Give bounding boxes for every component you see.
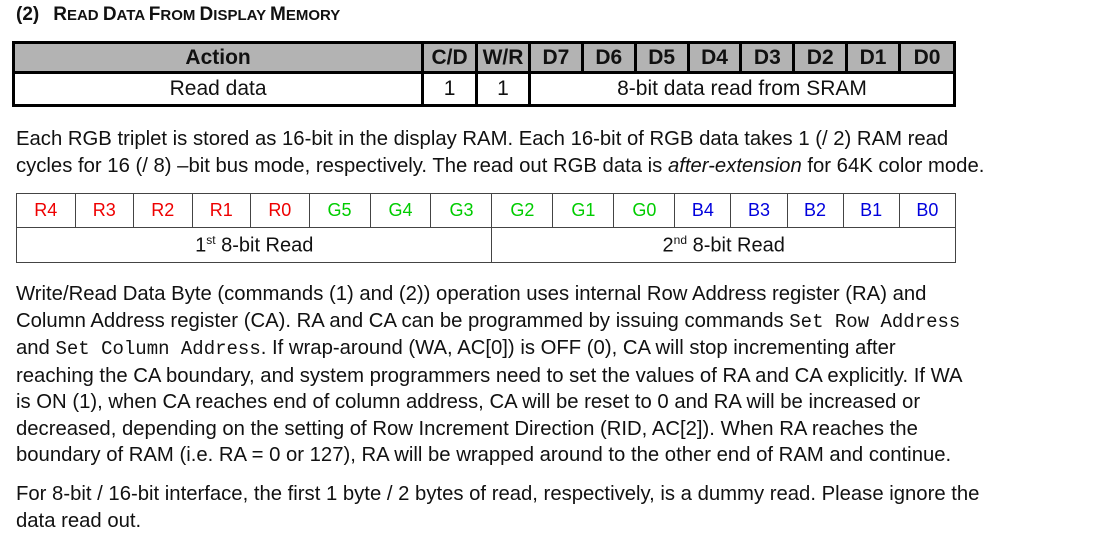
text-line: decreased, depending on the setting of R… — [16, 417, 918, 440]
bit-cell: G1 — [552, 193, 615, 228]
read-row: 1st 8-bit Read 2nd 8-bit Read — [15, 227, 956, 263]
header-cell: D4 — [686, 41, 743, 74]
text-line: boundary of RAM (i.e. RA = 0 or 127), RA… — [16, 444, 952, 466]
heading-smallcaps: ROM — [160, 7, 200, 24]
bit-layout-table: R4 R3 R2 R1 R0 G5 G4 G3 G2 G1 G0 B4 B3 B… — [15, 193, 957, 263]
text-line: data read out. — [16, 509, 142, 532]
cd-cell: 1 — [421, 71, 479, 107]
section-number: (2) — [16, 4, 40, 25]
text-line: Column Address register (CA). RA and CA … — [16, 309, 961, 333]
bit-cell: R4 — [16, 193, 76, 228]
bit-cell: B3 — [730, 193, 788, 228]
bit-cell: R2 — [133, 193, 193, 228]
wr-cell: 1 — [475, 71, 531, 107]
header-cell: D5 — [633, 41, 690, 74]
paragraph-rgb-storage: Each RGB triplet is stored as 16-bit in … — [16, 126, 984, 179]
header-cell: C/D — [421, 41, 479, 74]
bit-cell: G2 — [491, 193, 554, 228]
header-cell: D7 — [527, 41, 584, 74]
bit-cell: G5 — [308, 193, 371, 228]
heading-smallcaps: EMORY — [285, 7, 341, 24]
bit-cell: B1 — [842, 193, 900, 228]
heading-smallcaps: EAD — [66, 7, 103, 24]
bit-cell: G0 — [613, 193, 676, 228]
command-table-header-row: Action C/D W/R D7 D6 D5 D4 D3 D2 D1 D0 — [11, 41, 956, 74]
second-read-cell: 2nd 8-bit Read — [491, 227, 956, 263]
bit-cell: B4 — [674, 193, 732, 228]
heading-letter: M — [269, 4, 286, 25]
header-cell: D0 — [898, 41, 956, 74]
text-line: Write/Read Data Byte (commands (1) and (… — [16, 283, 927, 305]
heading-letter: F — [148, 4, 161, 25]
bit-cell: R3 — [74, 193, 135, 228]
text-line: cycles for 16 (/ 8) –bit bus mode, respe… — [16, 154, 985, 177]
bit-cell: B0 — [898, 193, 957, 228]
heading-smallcaps: ATA — [116, 7, 149, 24]
heading-letter: D — [102, 4, 117, 25]
bit-cell: G3 — [430, 193, 493, 228]
code-text: Set Column Address — [55, 338, 261, 360]
paragraph-dummy-read: For 8-bit / 16-bit interface, the first … — [16, 481, 979, 534]
paragraph-address-registers: Write/Read Data Byte (commands (1) and (… — [16, 281, 963, 469]
header-cell: D2 — [792, 41, 849, 74]
header-cell: Action — [11, 41, 425, 74]
section-heading: (2)READ DATA FROM DISPLAY MEMORY — [16, 4, 340, 26]
text-line: Each RGB triplet is stored as 16-bit in … — [16, 128, 949, 150]
bit-cell: B2 — [786, 193, 844, 228]
text-line: and Set Column Address. If wrap-around (… — [16, 337, 896, 360]
heading-letter: R — [53, 4, 67, 25]
command-table: Action C/D W/R D7 D6 D5 D4 D3 D2 D1 D0 R… — [11, 41, 957, 107]
header-cell: D6 — [580, 41, 637, 74]
header-cell: D1 — [845, 41, 901, 74]
header-cell: D3 — [739, 41, 796, 74]
heading-letter: D — [199, 4, 214, 25]
emphasis-text: after-extension — [667, 154, 802, 177]
text-line: reaching the CA boundary, and system pro… — [16, 364, 963, 387]
bit-cell: G4 — [369, 193, 432, 228]
bit-cell: R1 — [191, 193, 252, 228]
bit-cell: R0 — [250, 193, 310, 228]
command-table-row: Read data 1 1 8-bit data read from SRAM — [11, 71, 957, 107]
action-cell: Read data — [11, 71, 425, 107]
text-line: For 8-bit / 16-bit interface, the first … — [16, 483, 980, 505]
code-text: Set Row Address — [789, 310, 961, 333]
first-read-cell: 1st 8-bit Read — [15, 227, 493, 263]
heading-smallcaps: ISPLAY — [213, 7, 270, 24]
header-cell: W/R — [475, 41, 531, 74]
text-line: is ON (1), when CA reaches end of column… — [16, 391, 921, 413]
data-cell: 8-bit data read from SRAM — [527, 71, 957, 107]
bit-row: R4 R3 R2 R1 R0 G5 G4 G3 G2 G1 G0 B4 B3 B… — [16, 193, 957, 228]
